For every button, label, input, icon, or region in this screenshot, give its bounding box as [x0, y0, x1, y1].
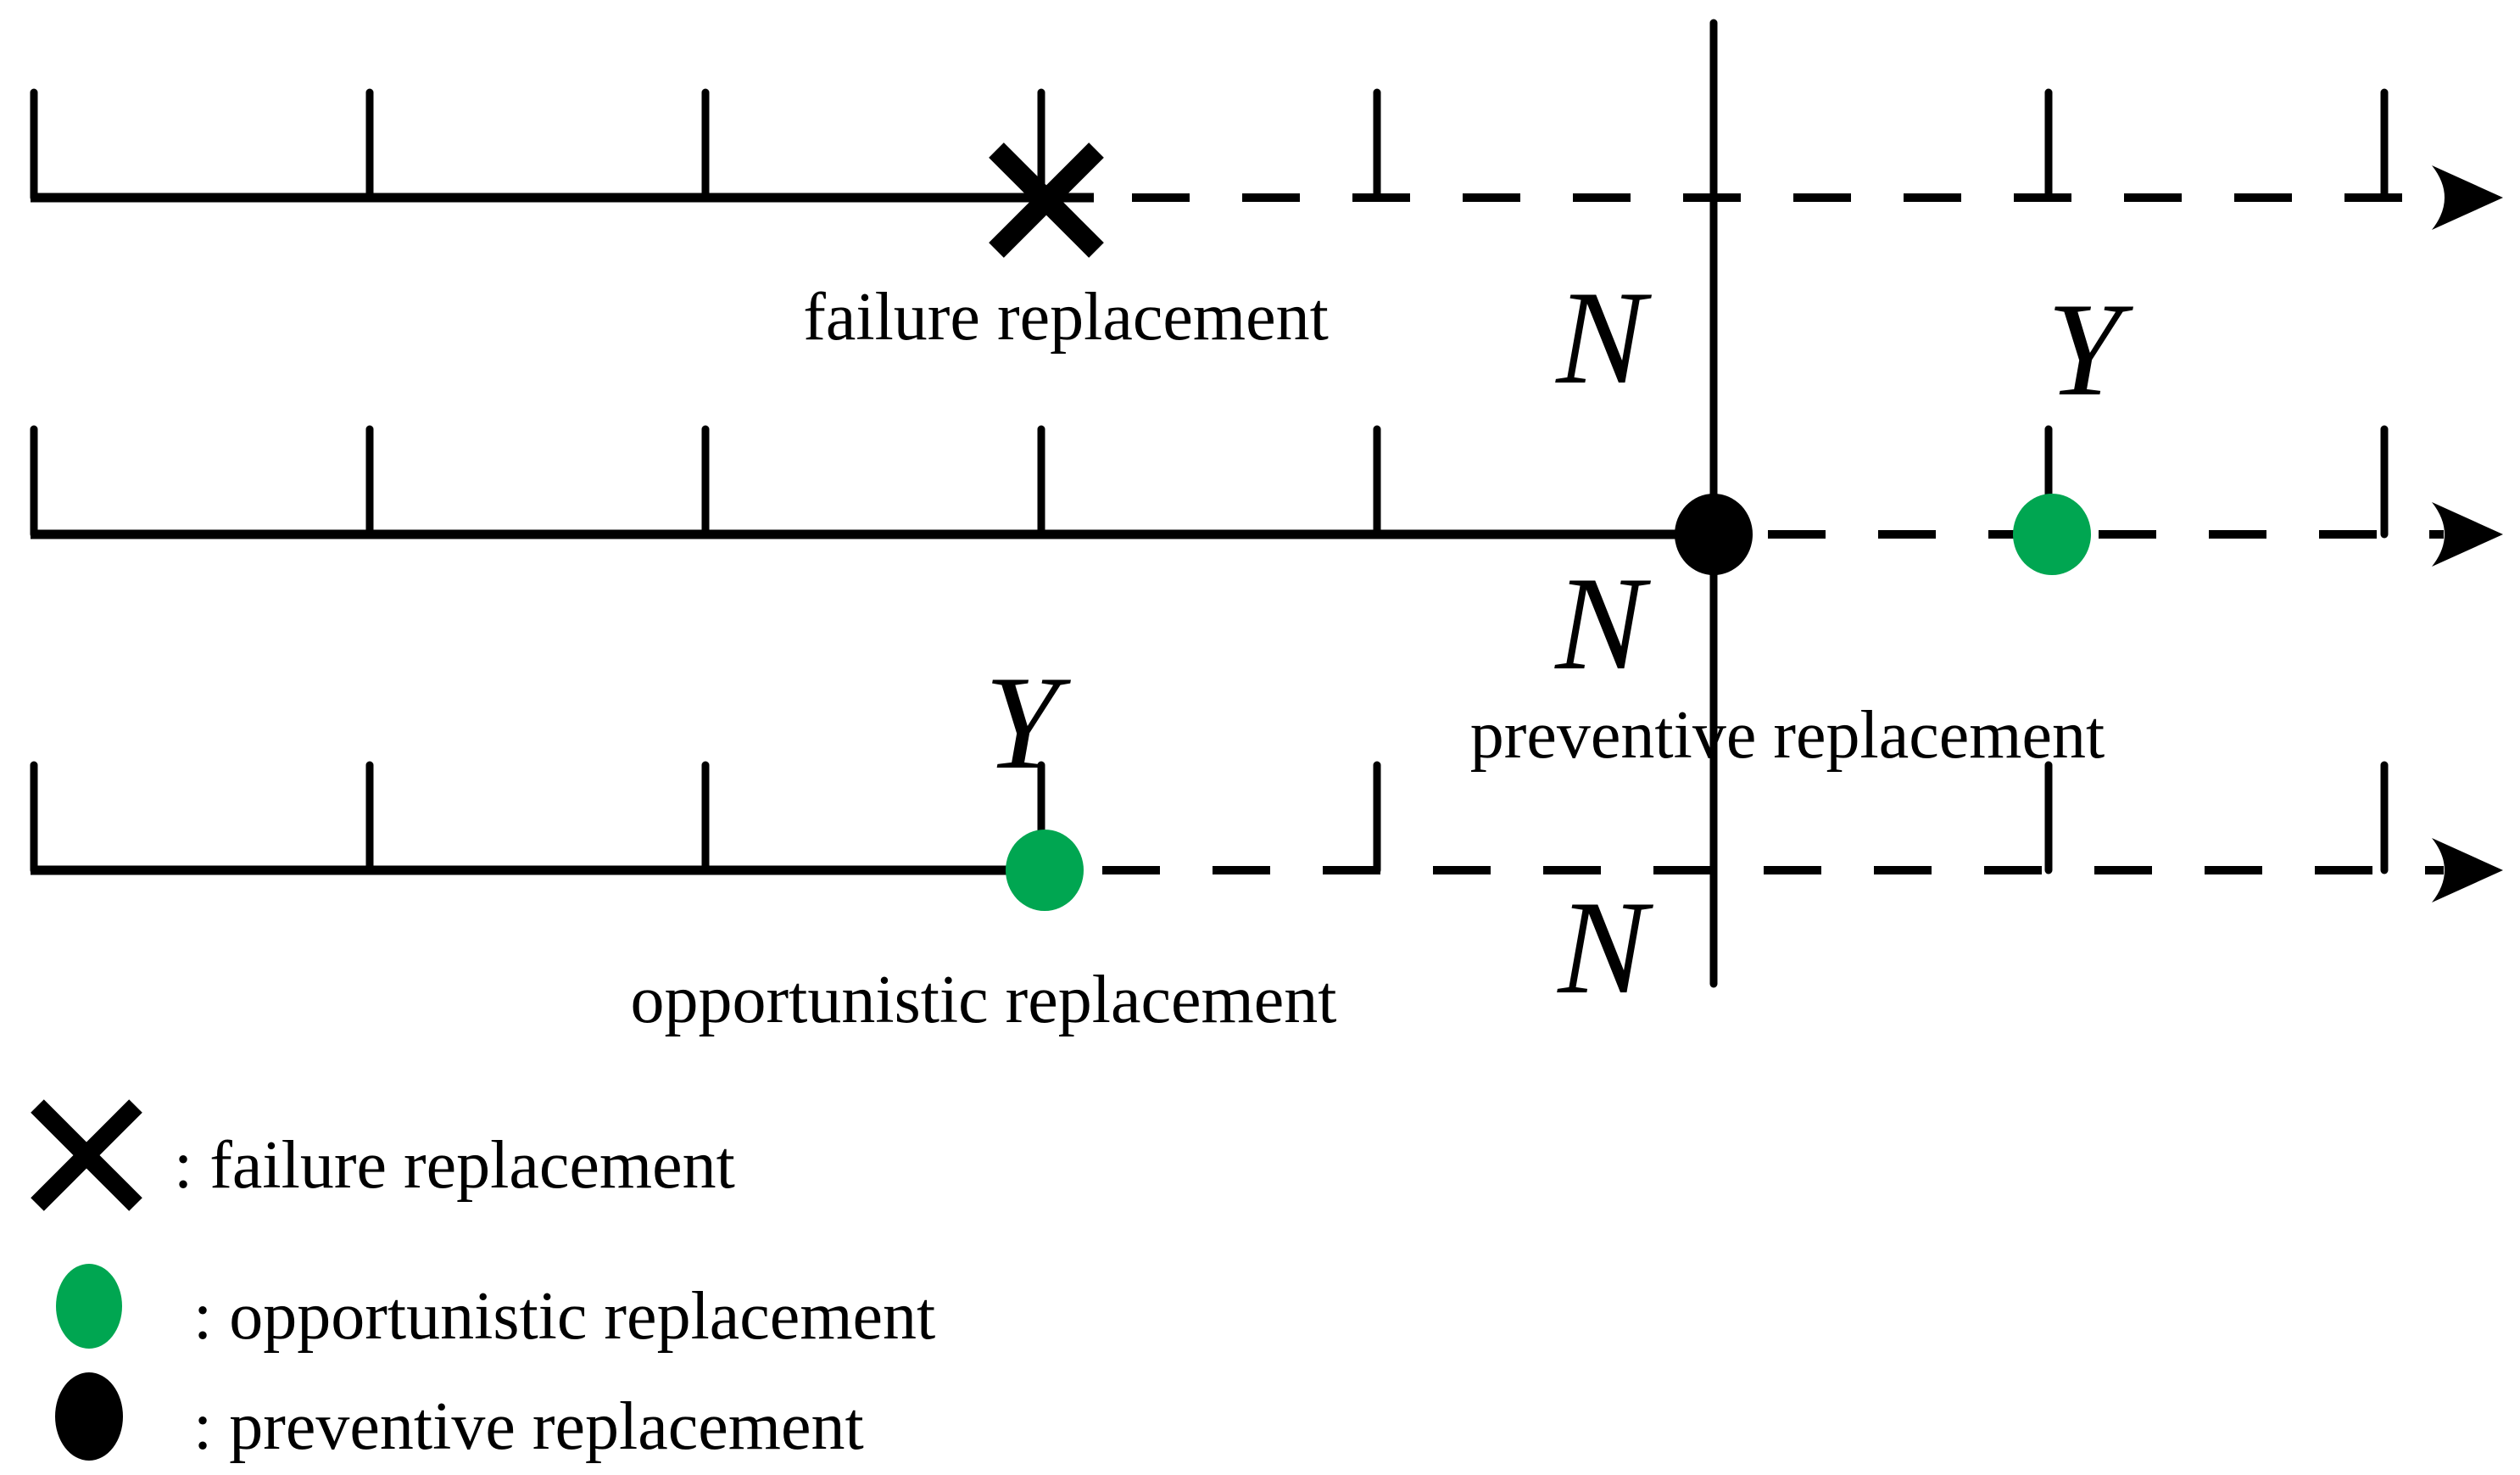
failure-cross-marker — [989, 142, 1104, 258]
legend-label-opportunistic: : opportunistic replacement — [193, 1279, 935, 1354]
legend: : failure replacement : opportunistic re… — [31, 1099, 935, 1464]
arrowhead-icon — [2432, 502, 2503, 567]
preventive-dot-icon — [55, 1372, 123, 1461]
arrowhead-icon — [2432, 838, 2503, 902]
opportunistic-dot-icon — [56, 1264, 122, 1349]
branch-label-y-top: Y — [2047, 276, 2133, 424]
branch-label-n-bottom: N — [1556, 874, 1653, 1022]
cross-icon — [31, 1099, 142, 1211]
failure-replacement-label: failure replacement — [803, 280, 1329, 355]
preventive-dot — [1675, 494, 1753, 575]
legend-label-preventive: : preventive replacement — [193, 1389, 864, 1464]
opportunistic-dot — [2013, 494, 2091, 575]
preventive-replacement-label: preventive replacement — [1470, 698, 2105, 773]
timeline-opportunistic: opportunistic replacement — [30, 761, 2503, 1037]
cross-stroke — [31, 1099, 142, 1211]
legend-item-preventive: : preventive replacement — [55, 1372, 864, 1464]
branch-label-y-bottom: Y — [984, 649, 1071, 797]
legend-item-opportunistic: : opportunistic replacement — [56, 1264, 935, 1354]
arrowhead-icon — [2432, 165, 2503, 230]
opportunistic-replacement-label: opportunistic replacement — [630, 963, 1336, 1037]
legend-label-failure: : failure replacement — [174, 1128, 735, 1203]
cross-icon — [989, 142, 1104, 258]
timeline-failure: failure replacement — [30, 88, 2503, 355]
branch-label-n-top: N — [1554, 264, 1652, 412]
legend-item-failure: : failure replacement — [31, 1099, 735, 1211]
opportunistic-dot — [1006, 830, 1084, 911]
timeline-preventive: preventive replacement — [30, 425, 2503, 773]
branch-label-n-middle: N — [1553, 550, 1651, 698]
